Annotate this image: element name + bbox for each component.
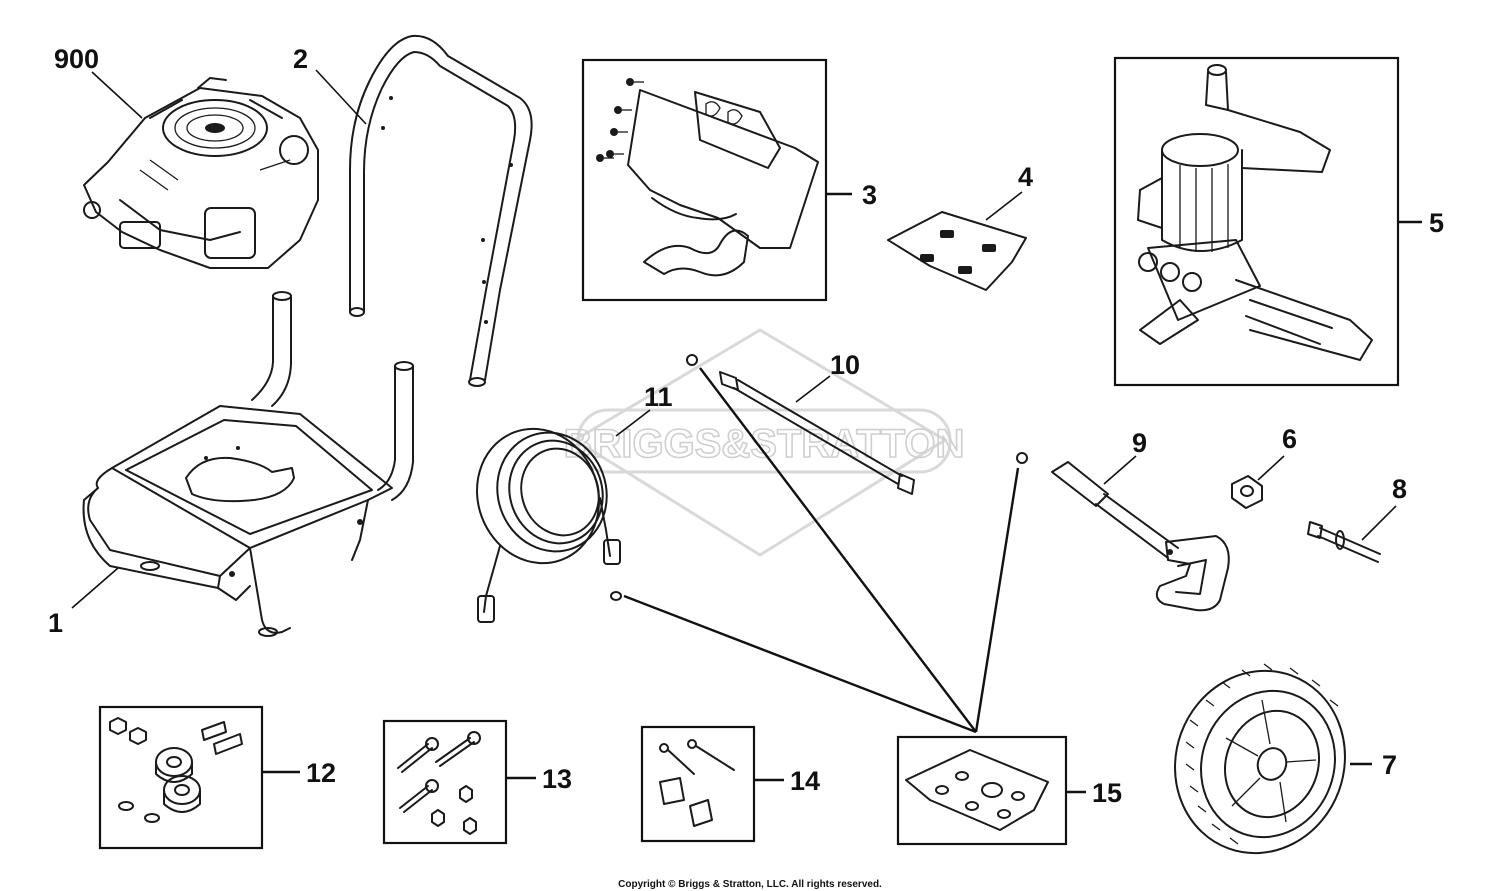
- leader-11: [615, 409, 651, 437]
- o-ring-leaders: [623, 367, 1020, 734]
- leader-10: [795, 375, 831, 403]
- leader-2: [315, 69, 367, 125]
- callout-14[interactable]: 14: [790, 766, 820, 796]
- leader-1: [71, 567, 119, 609]
- callout-7[interactable]: 7: [1382, 750, 1397, 780]
- o-ring-kit-box[interactable]: [896, 735, 1068, 846]
- callout-9[interactable]: 9: [1132, 428, 1147, 458]
- lance-drawing[interactable]: [686, 354, 915, 495]
- callout-13[interactable]: 13: [542, 764, 572, 794]
- bracket-kit-box[interactable]: [581, 58, 828, 302]
- callout-10[interactable]: 10: [830, 350, 860, 380]
- nut-drawing[interactable]: [1231, 475, 1263, 509]
- nozzle-kit-drawing[interactable]: [887, 211, 1027, 291]
- bracket-kit-drawing: [596, 78, 819, 277]
- hardware-kit-bolts-drawing: [397, 731, 481, 835]
- hardware-kit-bolts-box[interactable]: [382, 719, 508, 845]
- hose-drawing[interactable]: [458, 412, 623, 623]
- leader-6: [1257, 455, 1285, 481]
- leader-900: [91, 71, 143, 119]
- callout-8[interactable]: 8: [1392, 474, 1407, 504]
- handle-drawing[interactable]: [349, 34, 533, 387]
- axle-bolt-drawing[interactable]: [1307, 521, 1381, 563]
- o-ring-kit-drawing: [905, 749, 1049, 831]
- callout-11[interactable]: 11: [644, 382, 673, 412]
- callout-1[interactable]: 1: [48, 608, 63, 638]
- callout-2[interactable]: 2: [293, 44, 308, 74]
- callout-3[interactable]: 3: [862, 180, 877, 210]
- callout-900[interactable]: 900: [54, 44, 99, 74]
- frame-drawing[interactable]: [82, 291, 414, 637]
- pump-box[interactable]: [1113, 56, 1400, 387]
- pump-drawing: [1137, 64, 1373, 361]
- wheel-drawing[interactable]: [1150, 647, 1371, 877]
- hardware-kit-knobs-drawing: [659, 739, 735, 827]
- callout-6[interactable]: 6: [1282, 424, 1297, 454]
- copyright-notice: Copyright © Briggs & Stratton, LLC. All …: [618, 879, 882, 890]
- brand-watermark: BRIGGS&STRATTON: [563, 328, 965, 557]
- callout-12[interactable]: 12: [306, 758, 336, 788]
- leader-4: [985, 191, 1023, 221]
- spray-gun-drawing[interactable]: [1016, 452, 1230, 612]
- watermark-text: BRIGGS&STRATTON: [564, 422, 965, 466]
- leader-9: [1103, 455, 1137, 485]
- leader-8: [1361, 505, 1397, 541]
- engine-drawing[interactable]: [83, 77, 319, 269]
- hardware-kit-feet-box[interactable]: [98, 705, 264, 850]
- callout-5[interactable]: 5: [1429, 208, 1444, 238]
- callout-4[interactable]: 4: [1018, 162, 1033, 192]
- hardware-kit-knobs-box[interactable]: [640, 725, 756, 843]
- callout-15[interactable]: 15: [1092, 778, 1122, 808]
- hardware-kit-feet-drawing: [109, 717, 243, 823]
